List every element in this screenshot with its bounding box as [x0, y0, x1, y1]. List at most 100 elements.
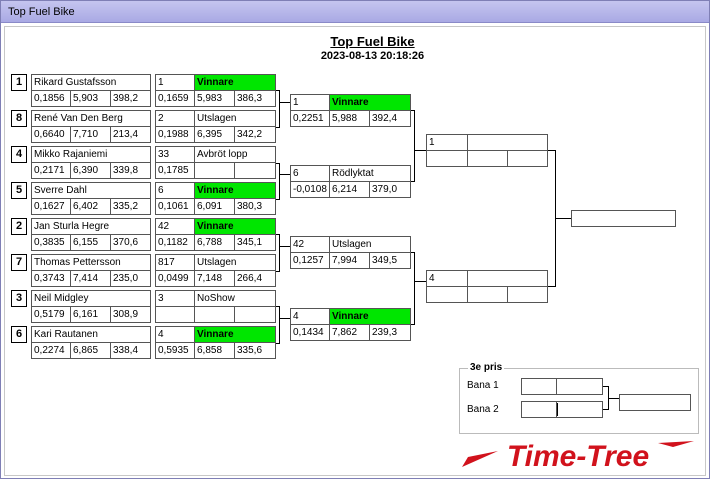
lane-number[interactable]: 6 [290, 165, 330, 182]
driver-name[interactable]: Kari Rautanen [31, 326, 151, 343]
top-speed[interactable]: 370,6 [110, 234, 151, 251]
lane-number[interactable]: 42 [155, 218, 195, 235]
driver-name[interactable]: Rikard Gustafsson [31, 74, 151, 91]
result-status[interactable]: Vinnare [329, 308, 411, 325]
result-status[interactable]: Vinnare [194, 74, 276, 91]
elapsed-time[interactable]: 7,994 [329, 252, 370, 269]
reaction-time[interactable]: -0,0108 [290, 181, 330, 198]
lane-number[interactable]: 42 [290, 236, 330, 253]
reaction-time[interactable]: 0,1988 [155, 126, 195, 143]
reaction-time[interactable] [426, 286, 468, 303]
lane-number[interactable]: 2 [155, 110, 195, 127]
top-speed[interactable]: 349,5 [369, 252, 411, 269]
elapsed-time[interactable]: 5,903 [70, 90, 111, 107]
driver-name[interactable]: Jan Sturla Hegre [31, 218, 151, 235]
reaction-time[interactable]: 0,1785 [155, 162, 195, 179]
top-speed[interactable] [507, 150, 548, 167]
top-speed[interactable]: 335,6 [234, 342, 276, 359]
elapsed-time[interactable] [194, 306, 235, 323]
result-status[interactable]: Utslagen [194, 110, 276, 127]
reaction-time[interactable]: 0,1627 [31, 198, 71, 215]
elapsed-time[interactable] [194, 162, 235, 179]
elapsed-time[interactable]: 6,788 [194, 234, 235, 251]
elapsed-time[interactable]: 6,402 [70, 198, 111, 215]
reaction-time[interactable]: 0,5935 [155, 342, 195, 359]
result-status[interactable] [467, 270, 548, 287]
reaction-time[interactable]: 0,3743 [31, 270, 71, 287]
reaction-time[interactable]: 0,1659 [155, 90, 195, 107]
lane-number[interactable]: 4 [290, 308, 330, 325]
lane-number[interactable]: 1 [155, 74, 195, 91]
reaction-time[interactable]: 0,2171 [31, 162, 71, 179]
reaction-time[interactable]: 0,1434 [290, 324, 330, 341]
top-speed[interactable]: 398,2 [110, 90, 151, 107]
driver-name[interactable]: René Van Den Berg [31, 110, 151, 127]
result-status[interactable]: Vinnare [194, 326, 276, 343]
title-bar[interactable]: Top Fuel Bike [1, 1, 709, 23]
third-lane2-number[interactable] [521, 401, 557, 418]
lane-number[interactable]: 817 [155, 254, 195, 271]
result-status[interactable]: Utslagen [329, 236, 411, 253]
reaction-time[interactable] [155, 306, 195, 323]
reaction-time[interactable]: 0,3835 [31, 234, 71, 251]
top-speed[interactable]: 213,4 [110, 126, 151, 143]
top-speed[interactable]: 339,8 [110, 162, 151, 179]
elapsed-time[interactable] [467, 150, 508, 167]
reaction-time[interactable]: 0,0499 [155, 270, 195, 287]
reaction-time[interactable]: 0,1856 [31, 90, 71, 107]
driver-name[interactable]: Mikko Rajaniemi [31, 146, 151, 163]
lane-number[interactable]: 4 [426, 270, 468, 287]
elapsed-time[interactable]: 7,710 [70, 126, 111, 143]
lane-number[interactable]: 6 [155, 182, 195, 199]
reaction-time[interactable] [426, 150, 468, 167]
result-status[interactable] [467, 134, 548, 151]
elapsed-time[interactable]: 6,390 [70, 162, 111, 179]
elapsed-time[interactable]: 6,091 [194, 198, 235, 215]
elapsed-time[interactable]: 5,988 [329, 110, 370, 127]
final-result[interactable] [571, 210, 676, 227]
lane-number[interactable]: 3 [155, 290, 195, 307]
third-lane1-status[interactable] [556, 378, 603, 395]
driver-name[interactable]: Neil Midgley [31, 290, 151, 307]
reaction-time[interactable]: 0,2251 [290, 110, 330, 127]
top-speed[interactable]: 342,2 [234, 126, 276, 143]
third-lane1-number[interactable] [521, 378, 557, 395]
driver-name[interactable]: Sverre Dahl [31, 182, 151, 199]
top-speed[interactable]: 335,2 [110, 198, 151, 215]
top-speed[interactable] [234, 306, 276, 323]
top-speed[interactable]: 386,3 [234, 90, 276, 107]
result-status[interactable]: NoShow [194, 290, 276, 307]
elapsed-time[interactable]: 6,865 [70, 342, 111, 359]
reaction-time[interactable]: 0,1257 [290, 252, 330, 269]
elapsed-time[interactable]: 7,862 [329, 324, 370, 341]
top-speed[interactable]: 379,0 [369, 181, 411, 198]
elapsed-time[interactable]: 7,148 [194, 270, 235, 287]
elapsed-time[interactable]: 6,155 [70, 234, 111, 251]
top-speed[interactable]: 239,3 [369, 324, 411, 341]
result-status[interactable]: Vinnare [194, 182, 276, 199]
top-speed[interactable]: 308,9 [110, 306, 151, 323]
result-status[interactable]: Avbröt lopp [194, 146, 276, 163]
top-speed[interactable]: 338,4 [110, 342, 151, 359]
third-lane2-status[interactable] [556, 401, 603, 418]
result-status[interactable]: Rödlyktat [329, 165, 411, 182]
top-speed[interactable] [234, 162, 276, 179]
elapsed-time[interactable]: 5,983 [194, 90, 235, 107]
lane-number[interactable]: 1 [426, 134, 468, 151]
reaction-time[interactable]: 0,5179 [31, 306, 71, 323]
elapsed-time[interactable]: 7,414 [70, 270, 111, 287]
top-speed[interactable]: 392,4 [369, 110, 411, 127]
top-speed[interactable]: 235,0 [110, 270, 151, 287]
result-status[interactable]: Vinnare [329, 94, 411, 111]
elapsed-time[interactable]: 6,161 [70, 306, 111, 323]
reaction-time[interactable]: 0,1061 [155, 198, 195, 215]
elapsed-time[interactable]: 6,214 [329, 181, 370, 198]
top-speed[interactable]: 345,1 [234, 234, 276, 251]
result-status[interactable]: Utslagen [194, 254, 276, 271]
elapsed-time[interactable]: 6,395 [194, 126, 235, 143]
result-status[interactable]: Vinnare [194, 218, 276, 235]
third-place-result[interactable] [619, 394, 691, 411]
reaction-time[interactable]: 0,2274 [31, 342, 71, 359]
reaction-time[interactable]: 0,1182 [155, 234, 195, 251]
lane-number[interactable]: 33 [155, 146, 195, 163]
